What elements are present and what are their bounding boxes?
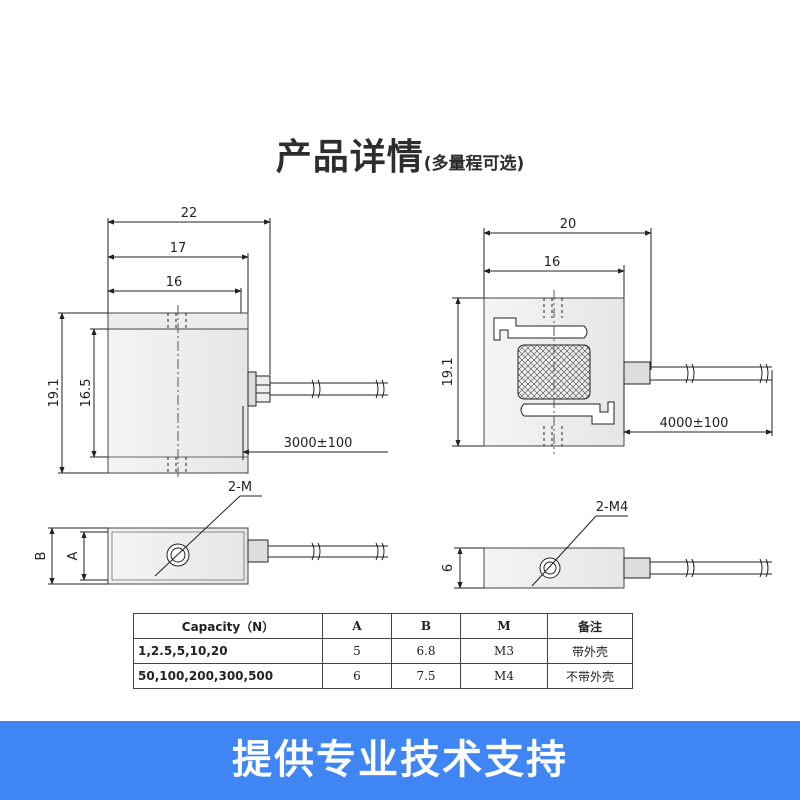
banner-text: 提供专业技术支持: [232, 737, 568, 783]
dim-16-left: 16: [166, 275, 183, 290]
cell-m: M3: [460, 638, 548, 664]
cable-length-left: 3000±100: [284, 436, 353, 451]
spec-table: Capacity（N） A B M 备注 1,2.5,5,10,20 5 6.8…: [133, 613, 633, 689]
dim-16-5: 16.5: [79, 379, 94, 408]
dim-6: 6: [441, 564, 456, 572]
thread-label-right: 2-M4: [596, 500, 628, 515]
col-header-b: B: [391, 613, 461, 639]
cell-note: 带外壳: [547, 638, 633, 664]
col-header-capacity: Capacity（N）: [133, 613, 323, 639]
left-front-view: [58, 218, 388, 480]
table-row: 50,100,200,300,500 6 7.5 M4 不带外壳: [133, 663, 633, 689]
table-row: 1,2.5,5,10,20 5 6.8 M3 带外壳: [133, 638, 633, 664]
dim-22: 22: [181, 206, 198, 221]
right-front-view: [452, 228, 773, 454]
dim-19-1-right: 19.1: [441, 358, 456, 387]
col-header-a: A: [322, 613, 392, 639]
cell-m: M4: [460, 663, 548, 689]
col-header-note: 备注: [547, 613, 633, 639]
col-header-m: M: [460, 613, 548, 639]
cell-a: 5: [322, 638, 392, 664]
dim-a: A: [66, 551, 81, 560]
thread-label-left: 2-M: [228, 480, 252, 495]
cell-note: 不带外壳: [547, 663, 633, 689]
dim-17: 17: [170, 241, 187, 256]
dim-b: B: [34, 552, 49, 561]
cell-capacity: 1,2.5,5,10,20: [133, 638, 323, 664]
technical-drawing: 22 17 16 19.1 16.5 3000±100 2-M B A 20 1…: [34, 206, 773, 589]
support-banner: 提供专业技术支持: [0, 721, 800, 800]
title-subtitle: (多量程可选): [423, 154, 525, 174]
dim-20: 20: [560, 217, 577, 232]
dim-19-1-left: 19.1: [47, 379, 62, 408]
cable-length-right: 4000±100: [660, 416, 729, 431]
right-side-view: [454, 515, 772, 589]
table-header-row: Capacity（N） A B M 备注: [133, 613, 633, 639]
title-main: 产品详情: [275, 137, 424, 178]
dim-16-right: 16: [544, 255, 561, 270]
page-title: 产品详情(多量程可选): [0, 128, 800, 180]
cell-b: 6.8: [391, 638, 461, 664]
cell-a: 6: [322, 663, 392, 689]
left-side-view: [48, 495, 388, 585]
cell-capacity: 50,100,200,300,500: [133, 663, 323, 689]
cell-b: 7.5: [391, 663, 461, 689]
